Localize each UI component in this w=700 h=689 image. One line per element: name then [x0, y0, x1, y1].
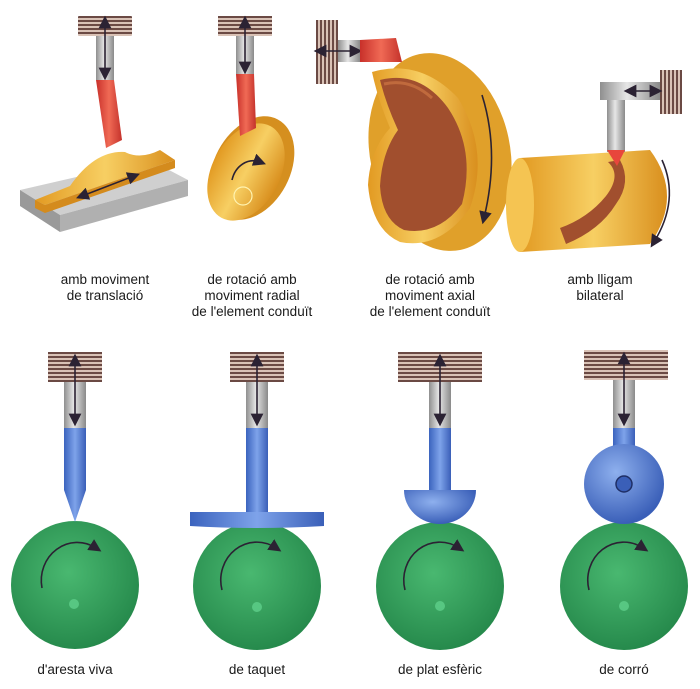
- caption-radial-disc-cam: de rotació amb moviment radial de l'elem…: [172, 272, 332, 320]
- caption-line: bilateral: [576, 288, 624, 303]
- roller-follower-icon: [560, 350, 688, 650]
- caption-line: de rotació amb: [385, 272, 475, 287]
- caption-line: d'aresta viva: [37, 662, 113, 677]
- axial-face-cam-icon: [313, 20, 512, 251]
- radial-disc-cam-icon: [207, 15, 295, 221]
- spherical-follower-icon: [376, 352, 504, 650]
- caption-axial-face-cam: de rotació amb moviment axial de l'eleme…: [350, 272, 510, 320]
- caption-line: de l'element conduït: [369, 304, 491, 319]
- caption-flat-faced: de taquet: [187, 662, 327, 678]
- caption-line: de translació: [66, 288, 144, 303]
- caption-line: de taquet: [228, 662, 286, 677]
- caption-line: moviment axial: [384, 288, 476, 303]
- knife-edge-follower-icon: [11, 352, 139, 649]
- caption-spherical: de plat esfèric: [370, 662, 510, 678]
- caption-line: de l'element conduït: [191, 304, 313, 319]
- caption-line: de rotació amb: [207, 272, 297, 287]
- caption-knife-edge: d'aresta viva: [5, 662, 145, 678]
- flat-faced-follower-icon: [190, 352, 324, 650]
- caption-line: amb moviment: [60, 272, 150, 287]
- translating-cam-icon: [20, 15, 188, 232]
- caption-line: de plat esfèric: [397, 662, 483, 677]
- caption-line: amb lligam: [567, 272, 633, 287]
- caption-roller: de corró: [554, 662, 694, 678]
- caption-cylindrical-cam: amb lligam bilateral: [540, 272, 660, 304]
- caption-line: moviment radial: [204, 288, 300, 303]
- cylindrical-cam-icon: [506, 70, 682, 252]
- caption-line: de corró: [599, 662, 649, 677]
- caption-translating-cam: amb moviment de translació: [30, 272, 180, 304]
